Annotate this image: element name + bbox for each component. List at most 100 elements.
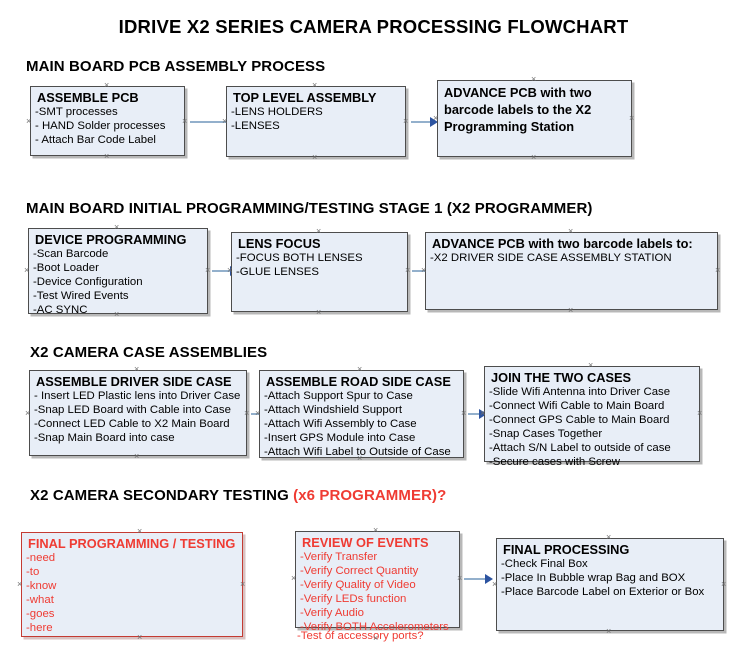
flow-box-line: - Attach Bar Code Label — [35, 134, 156, 146]
connection-handle-right[interactable]: × — [721, 579, 727, 589]
connection-handle-left[interactable]: × — [227, 265, 233, 275]
flow-box-title: DEVICE PROGRAMMING — [35, 232, 187, 247]
connection-handle-right[interactable]: × — [403, 116, 409, 126]
connection-handle-right[interactable]: × — [240, 579, 246, 589]
flow-box-line: -goes — [26, 608, 55, 620]
connection-handle-left[interactable]: × — [291, 573, 297, 583]
flow-box-line: -Connect Wifi Cable to Main Board — [489, 400, 665, 412]
flow-box-device-programming[interactable]: DEVICE PROGRAMMING -Scan Barcode -Boot L… — [28, 228, 208, 316]
connector-arrow — [468, 409, 487, 419]
connection-handle-left[interactable]: × — [480, 408, 486, 418]
flow-box-line: -LENS HOLDERS — [231, 106, 323, 118]
connection-handle-bottom[interactable]: × — [104, 151, 110, 161]
connection-handle-right[interactable]: × — [715, 265, 721, 275]
connection-handle-top[interactable]: × — [373, 525, 379, 535]
connection-handle-top[interactable]: × — [312, 80, 318, 90]
section-heading-x2-camera-case-assemblies: X2 CAMERA CASE ASSEMBLIES — [30, 344, 267, 361]
connection-handle-bottom[interactable]: × — [568, 305, 574, 315]
connection-handle-left[interactable]: × — [26, 116, 32, 126]
connection-handle-left[interactable]: × — [492, 579, 498, 589]
flow-box-line: -Check Final Box — [501, 558, 588, 570]
flow-box-lens-focus[interactable]: LENS FOCUS -FOCUS BOTH LENSES -GLUE LENS… — [231, 232, 408, 312]
connection-handle-left[interactable]: × — [255, 408, 261, 418]
connection-handle-right[interactable]: × — [244, 408, 250, 418]
connection-handle-left[interactable]: × — [222, 116, 228, 126]
flow-box-line: -FOCUS BOTH LENSES — [236, 252, 363, 264]
flow-box-assemble-pcb[interactable]: ASSEMBLE PCB -SMT processes - HAND Solde… — [30, 86, 185, 156]
connection-handle-top[interactable]: × — [134, 364, 140, 374]
connection-handle-top[interactable]: × — [316, 226, 322, 236]
flow-box-line: -what — [26, 594, 54, 606]
flow-box-line: -LENSES — [231, 120, 280, 132]
connection-handle-top[interactable]: × — [357, 364, 363, 374]
connection-handle-left[interactable]: × — [421, 265, 427, 275]
flow-box-title: REVIEW OF EVENTS — [302, 535, 429, 550]
section-heading-text: MAIN BOARD INITIAL PROGRAMMING/TESTING S… — [26, 200, 593, 217]
connection-handle-bottom[interactable]: × — [137, 632, 143, 642]
connection-handle-left[interactable]: × — [24, 265, 30, 275]
flow-box-line: -Attach Wifi Assembly to Case — [264, 418, 417, 430]
section-heading-text: X2 CAMERA CASE ASSEMBLIES — [30, 344, 268, 361]
connection-handle-right[interactable]: × — [697, 408, 703, 418]
flow-box-assemble-road-side-case[interactable]: ASSEMBLE ROAD SIDE CASE -Attach Support … — [259, 370, 464, 458]
connection-handle-right[interactable]: × — [629, 113, 635, 123]
flow-box-line: -AC SYNC — [33, 304, 88, 316]
flow-box-line: -X2 DRIVER SIDE CASE ASSEMBLY STATION — [430, 252, 672, 264]
flow-box-line: -Slide Wifi Antenna into Driver Case — [489, 386, 671, 398]
flow-box-advance-pcb-to-driver-side-case-assembly[interactable]: ADVANCE PCB with two barcode labels to: … — [425, 232, 718, 310]
flow-box-line: -here — [26, 622, 53, 634]
flow-box-line: -Secure cases with Screw — [489, 456, 621, 468]
connection-handle-bottom[interactable]: × — [531, 152, 537, 162]
connector-arrow — [464, 574, 493, 584]
connection-handle-bottom[interactable]: × — [312, 152, 318, 162]
connection-handle-right[interactable]: × — [457, 573, 463, 583]
connection-handle-right[interactable]: × — [182, 116, 188, 126]
connection-handle-right[interactable]: × — [405, 265, 411, 275]
flow-box-final-programming-testing[interactable]: FINAL PROGRAMMING / TESTING -need -to -k… — [21, 532, 243, 637]
flow-box-title: ASSEMBLE DRIVER SIDE CASE — [36, 374, 232, 389]
flow-box-line: -Attach Windshield Support — [264, 404, 403, 416]
connection-handle-top[interactable]: × — [137, 526, 143, 536]
connection-handle-top[interactable]: × — [531, 74, 537, 84]
flow-box-title: JOIN THE TWO CASES — [491, 370, 632, 385]
flow-box-review-of-events[interactable]: REVIEW OF EVENTS -Verify Transfer -Verif… — [295, 531, 460, 633]
connection-handle-left[interactable]: × — [433, 113, 439, 123]
flow-box-line: -Connect LED Cable to X2 Main Board — [34, 418, 230, 430]
connection-handle-top[interactable]: × — [568, 226, 574, 236]
flow-box-line: -know — [26, 580, 57, 592]
flow-box-top-level-assembly[interactable]: TOP LEVEL ASSEMBLY -LENS HOLDERS -LENSES — [226, 86, 406, 157]
flow-box-join-the-two-cases[interactable]: JOIN THE TWO CASES -Slide Wifi Antenna i… — [484, 366, 700, 468]
flow-box-line: -Verify Correct Quantity — [300, 565, 419, 577]
connector-arrow — [411, 117, 438, 127]
flow-box-line: -Verify Audio — [300, 607, 364, 619]
flow-box-final-processing[interactable]: FINAL PROCESSING -Check Final Box -Place… — [496, 538, 724, 631]
flow-box-advance-pcb-to-x2-programming-station[interactable]: ADVANCE PCB with two barcode labels to t… — [437, 80, 632, 157]
flow-box-line: -Device Configuration — [33, 276, 143, 288]
connection-handle-top[interactable]: × — [588, 360, 594, 370]
flow-box-line: -Snap LED Board with Cable into Case — [34, 404, 231, 416]
connection-handle-bottom[interactable]: × — [588, 457, 594, 467]
connection-handle-right[interactable]: × — [461, 408, 467, 418]
connection-handle-right[interactable]: × — [205, 265, 211, 275]
flow-box-line: -Snap Main Board into case — [34, 432, 175, 444]
connection-handle-left[interactable]: × — [25, 408, 31, 418]
flow-box-title: ASSEMBLE ROAD SIDE CASE — [266, 374, 451, 389]
section-heading-main-board-pcb-assembly-process: MAIN BOARD PCB ASSEMBLY PROCESS — [26, 58, 325, 75]
connection-handle-top[interactable]: × — [114, 222, 120, 232]
connection-handle-bottom[interactable]: × — [357, 453, 363, 463]
flow-box-title: ADVANCE PCB with two barcode labels to t… — [444, 85, 592, 134]
connection-handle-bottom[interactable]: × — [373, 633, 379, 643]
flow-box-line: -Connect GPS Cable to Main Board — [489, 414, 670, 426]
flow-box-assemble-driver-side-case[interactable]: ASSEMBLE DRIVER SIDE CASE - Insert LED P… — [29, 370, 247, 456]
connection-handle-left[interactable]: × — [17, 579, 23, 589]
connection-handle-top[interactable]: × — [606, 532, 612, 542]
connection-handle-bottom[interactable]: × — [606, 626, 612, 636]
flow-box-line: -Scan Barcode — [33, 248, 109, 260]
connection-handle-bottom[interactable]: × — [316, 307, 322, 317]
arrowhead-icon — [485, 574, 493, 584]
connection-handle-top[interactable]: × — [104, 80, 110, 90]
flow-box-line: -need — [26, 552, 56, 564]
connection-handle-bottom[interactable]: × — [114, 309, 120, 319]
connection-handle-bottom[interactable]: × — [134, 451, 140, 461]
